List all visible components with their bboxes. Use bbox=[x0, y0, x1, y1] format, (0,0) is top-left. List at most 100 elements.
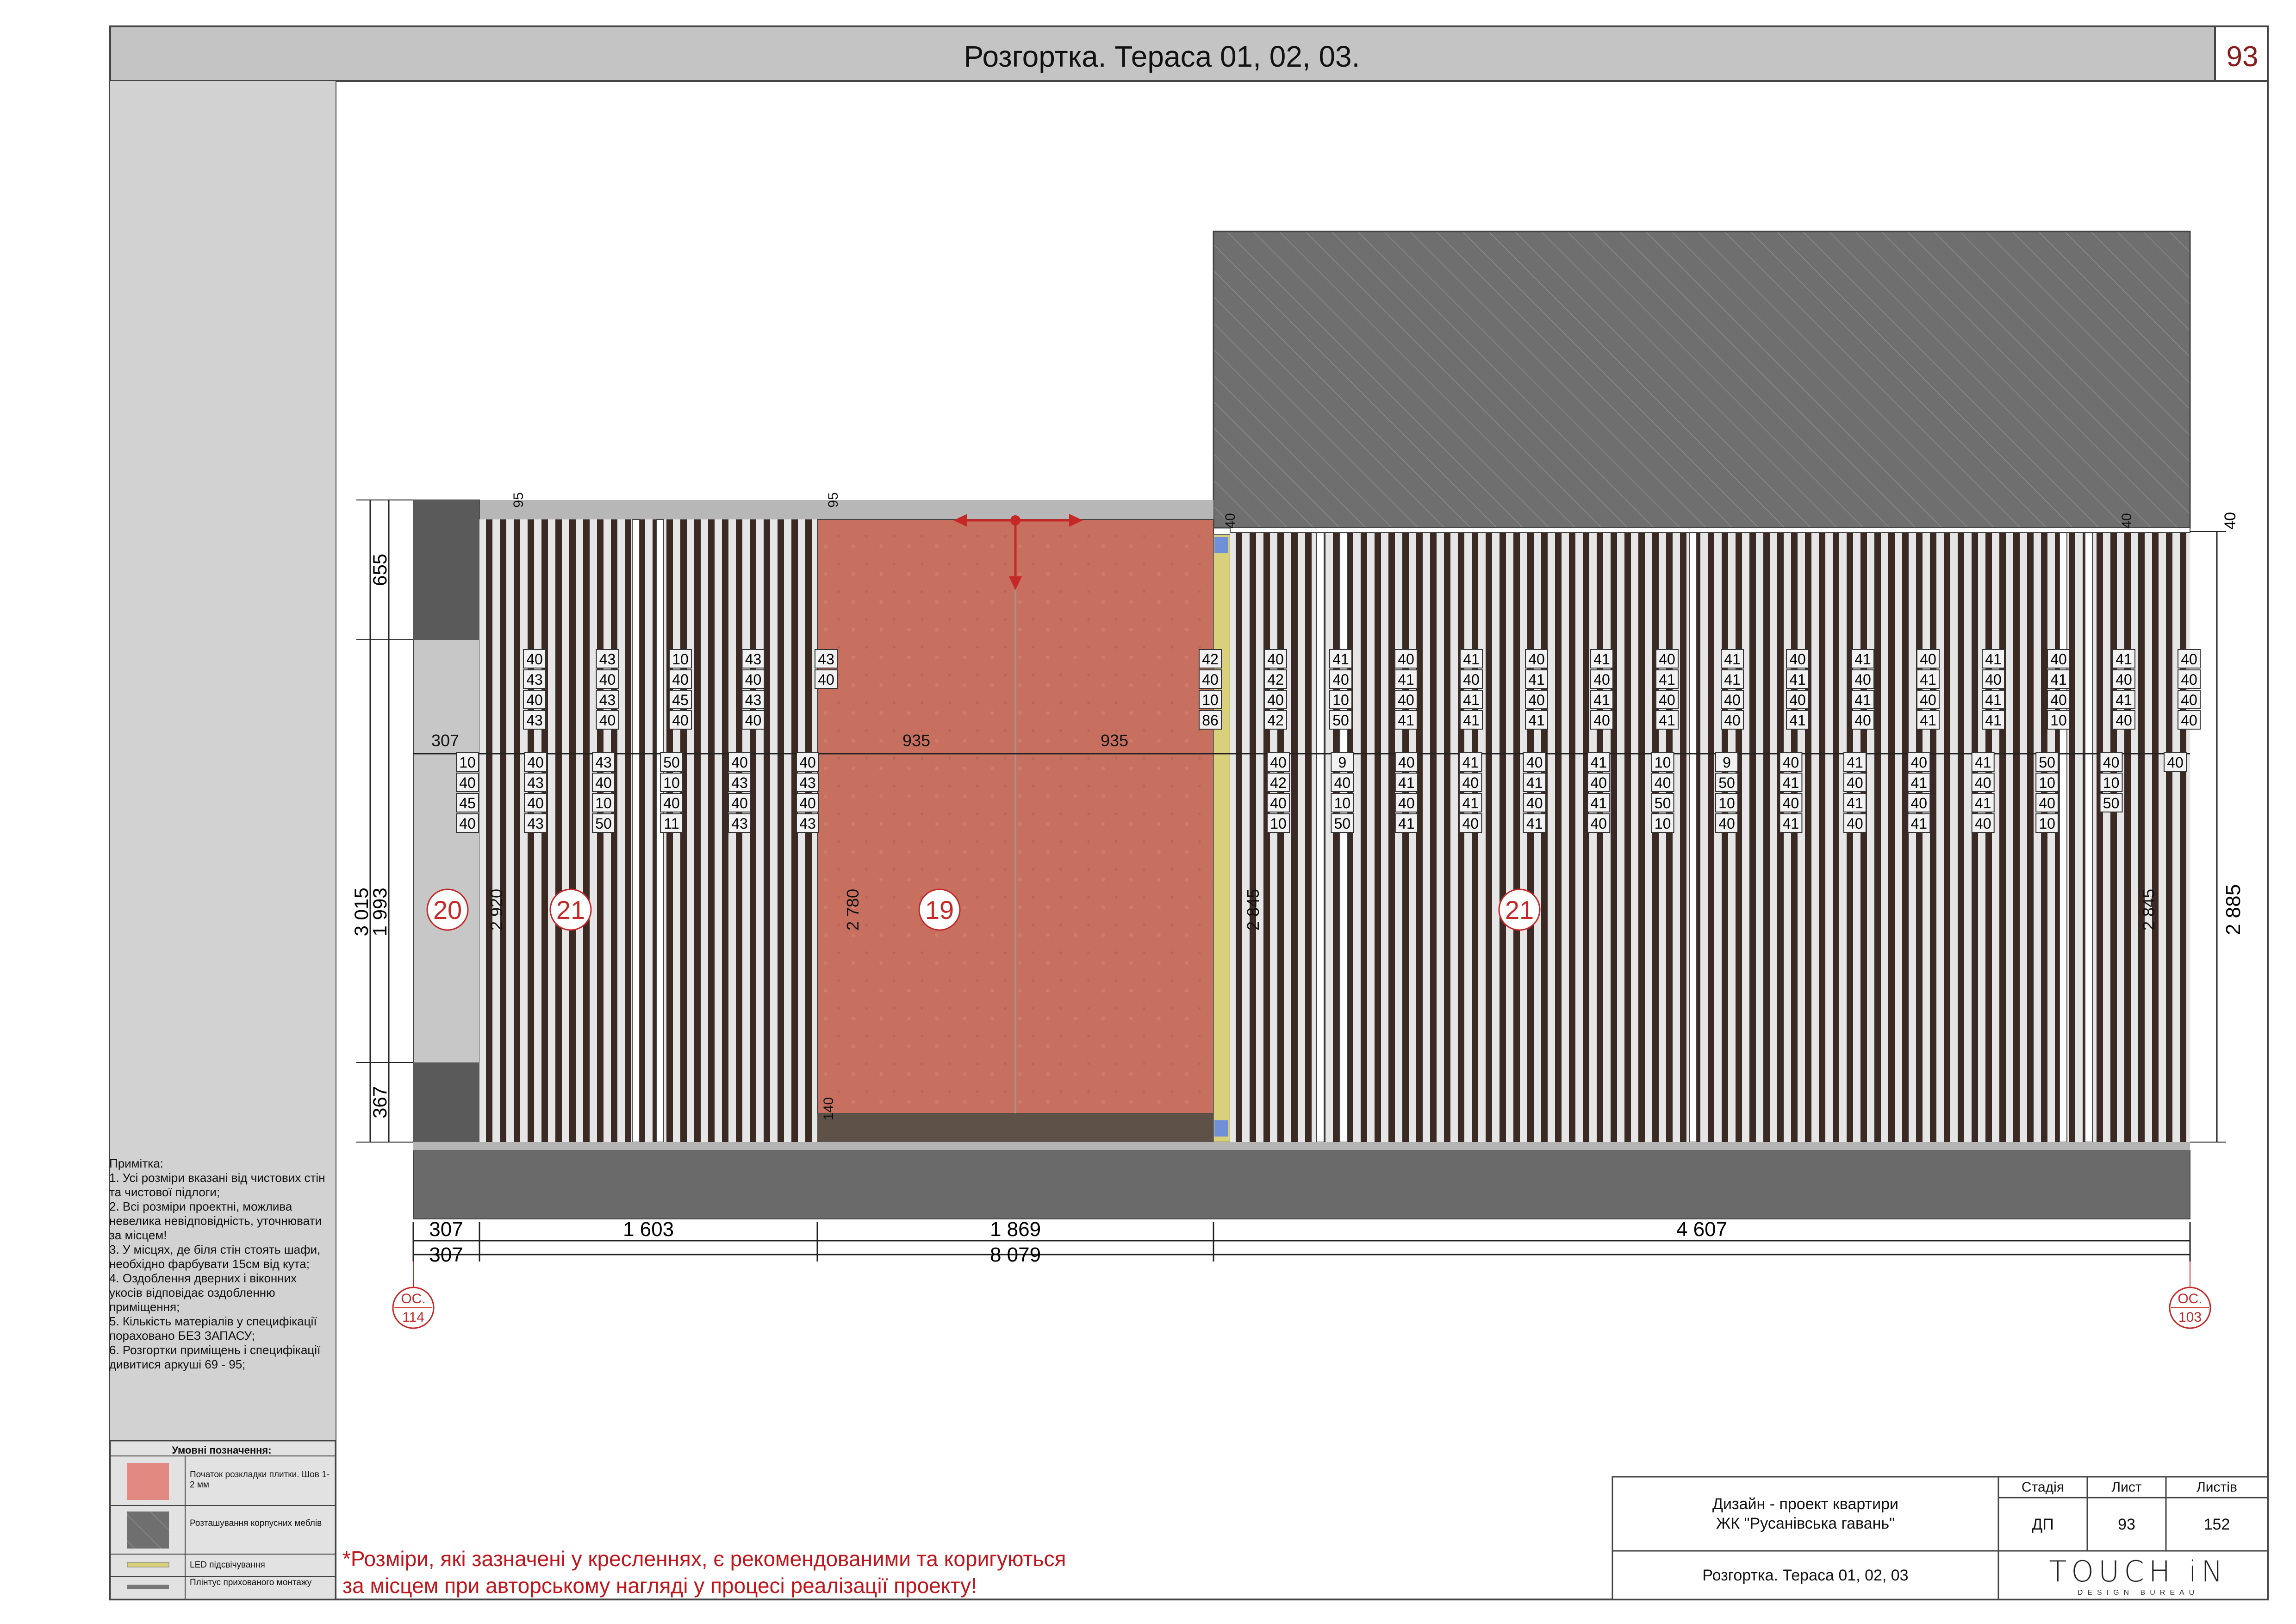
tile-count-box-rb-3-1 bbox=[1459, 773, 1482, 792]
tile-count-box-rb-0-2 bbox=[1267, 793, 1290, 812]
tile-count-box-lt-2-1 bbox=[669, 669, 692, 689]
tile-count-box-rt-9-0 bbox=[1786, 649, 1809, 668]
company-logo: TOUCH iN bbox=[2049, 1555, 2228, 1588]
tile-count-rb-3-0: 41 bbox=[1462, 754, 1479, 771]
tile-count-box-rt-13-0 bbox=[2047, 649, 2070, 668]
floor-strip bbox=[413, 1150, 2190, 1219]
legend-led-swatch bbox=[127, 1562, 169, 1568]
tile-count-rb-5-3: 40 bbox=[1590, 815, 1607, 832]
tile-count-rb-9-1: 40 bbox=[1847, 775, 1863, 791]
slat-panel-right bbox=[1230, 531, 2190, 1142]
tile-count-lt-0-1: 43 bbox=[526, 671, 543, 688]
tile-count-labels: 4043404343404340104045404340434043401040… bbox=[456, 649, 2201, 833]
tile-count-box-rt-6-1 bbox=[1590, 669, 1613, 689]
sheet-label: Лист bbox=[2111, 1479, 2142, 1495]
tile-count-rt-5-3: 41 bbox=[1528, 712, 1545, 729]
tile-count-box-rt-7-3 bbox=[1655, 710, 1679, 730]
tile-count-lb-5-1: 43 bbox=[799, 775, 816, 791]
tile-count-lb-3-1: 10 bbox=[663, 775, 680, 791]
tile-count-box-rb-2-2 bbox=[1394, 793, 1418, 812]
tag-20-text: 20 bbox=[433, 895, 462, 924]
tile-count-box-rt-6-3 bbox=[1590, 710, 1613, 730]
tile-count-box-rt-4-3 bbox=[1460, 710, 1483, 730]
tile-count-box-rt-2-2 bbox=[1329, 690, 1352, 709]
tile-count-rt-8-3: 40 bbox=[1724, 712, 1741, 729]
tile-count-box-rt-5-2 bbox=[1525, 690, 1548, 709]
tag-21-right bbox=[1498, 888, 1541, 931]
tile-count-rt-4-1: 40 bbox=[1463, 671, 1480, 688]
tile-count-box-rt-14-2 bbox=[2112, 690, 2135, 709]
tile-count-rb-1-1: 40 bbox=[1334, 775, 1351, 791]
tile-count-rb-13-2: 50 bbox=[2103, 795, 2120, 812]
tile-count-rt-3-0: 40 bbox=[1398, 651, 1414, 668]
tile-count-rt-1-0: 40 bbox=[1267, 651, 1284, 668]
tile-count-box-lt-1-1 bbox=[596, 669, 619, 689]
tile-count-rt-15-2: 40 bbox=[2181, 692, 2197, 708]
tag-21-right-text: 21 bbox=[1505, 895, 1534, 924]
tile-count-lb-1-1: 43 bbox=[527, 775, 544, 791]
tile-count-box-rb-5-2 bbox=[1587, 793, 1611, 812]
dim-bottom-4607: 4 607 bbox=[1676, 1218, 1727, 1241]
dim-left-367: 367 bbox=[369, 1086, 391, 1118]
tile-count-rt-10-1: 40 bbox=[1854, 671, 1871, 688]
tile-count-box-rb-11-3 bbox=[1971, 813, 1995, 833]
tile-count-box-lb-1-2 bbox=[524, 793, 547, 812]
tile-count-box-lt-0-3 bbox=[523, 710, 546, 730]
tile-count-box-rt-4-0 bbox=[1460, 649, 1483, 668]
tile-count-rb-12-0: 50 bbox=[2039, 754, 2055, 771]
tile-count-rt-13-2: 40 bbox=[2050, 692, 2067, 708]
tile-count-lt-0-2: 40 bbox=[526, 692, 543, 708]
tile-count-rb-9-2: 41 bbox=[1847, 795, 1863, 812]
tile-count-rb-10-3: 41 bbox=[1910, 815, 1927, 832]
tile-count-rt-0-2: 10 bbox=[1202, 692, 1219, 708]
tile-count-box-rb-1-0 bbox=[1331, 752, 1354, 772]
tile-count-box-rt-5-0 bbox=[1525, 649, 1548, 668]
tile-count-rt-14-3: 40 bbox=[2116, 712, 2132, 729]
tile-count-rt-14-1: 40 bbox=[2116, 671, 2132, 688]
dim-inner-935-a: 935 bbox=[902, 731, 930, 750]
tile-count-rt-1-1: 42 bbox=[1267, 671, 1284, 688]
dim-inner-40-a: 40 bbox=[1223, 513, 1238, 528]
tile-count-lt-3-2: 43 bbox=[745, 692, 762, 708]
tile-count-rb-7-2: 10 bbox=[1718, 795, 1735, 812]
tile-count-rt-12-1: 40 bbox=[1985, 671, 2002, 688]
tile-count-box-lb-3-3 bbox=[660, 813, 683, 833]
dim-inner-2845-a: 2 845 bbox=[1244, 889, 1263, 931]
tile-count-box-lt-0-1 bbox=[523, 669, 546, 689]
tile-count-box-rt-4-2 bbox=[1460, 690, 1483, 709]
tile-count-rt-6-3: 40 bbox=[1593, 712, 1610, 729]
axis-right-line1: ОС. bbox=[2178, 1291, 2202, 1306]
tile-count-box-lt-3-2 bbox=[741, 690, 765, 709]
tile-count-box-rt-14-0 bbox=[2112, 649, 2135, 668]
tile-count-box-rt-1-0 bbox=[1264, 649, 1287, 668]
tile-count-rt-13-3: 10 bbox=[2050, 712, 2067, 729]
tile-count-rb-6-0: 10 bbox=[1655, 754, 1671, 771]
tile-count-rb-0-1: 42 bbox=[1270, 775, 1287, 791]
tile-count-box-rt-0-0 bbox=[1199, 649, 1222, 668]
tile-count-rt-8-1: 41 bbox=[1724, 671, 1741, 688]
tile-count-box-rb-5-1 bbox=[1587, 773, 1611, 792]
tile-count-rb-1-3: 50 bbox=[1334, 815, 1351, 832]
tile-count-box-rt-0-1 bbox=[1199, 669, 1222, 689]
tile-count-box-rb-1-3 bbox=[1331, 813, 1354, 833]
tile-count-box-lb-2-2 bbox=[592, 793, 615, 812]
tile-count-box-rt-6-2 bbox=[1590, 690, 1613, 709]
tile-count-rt-13-1: 41 bbox=[2050, 671, 2067, 688]
tile-count-rt-3-3: 41 bbox=[1398, 712, 1414, 729]
tile-count-box-rb-2-1 bbox=[1394, 773, 1418, 792]
dim-inner-40-b: 40 bbox=[2119, 513, 2134, 528]
tile-count-rb-0-3: 10 bbox=[1270, 815, 1287, 832]
tile-count-lb-5-3: 43 bbox=[799, 815, 816, 832]
tile-count-box-lb-1-0 bbox=[524, 752, 547, 772]
tile-count-box-rb-13-2 bbox=[2099, 793, 2123, 812]
tile-count-box-rb-9-0 bbox=[1843, 752, 1867, 772]
tile-count-box-rb-9-3 bbox=[1843, 813, 1867, 833]
tile-count-box-lb-4-3 bbox=[728, 813, 751, 833]
tile-count-box-rt-15-1 bbox=[2178, 669, 2201, 689]
tile-count-box-rb-8-0 bbox=[1779, 752, 1803, 772]
stage-label: Стадія bbox=[2021, 1479, 2065, 1495]
disclaimer: *Розміри, які зазначені у кресленнях, є … bbox=[342, 1545, 1066, 1599]
dim-inner-935-b: 935 bbox=[1101, 731, 1128, 750]
disclaimer-line1: *Розміри, які зазначені у кресленнях, є … bbox=[342, 1547, 1066, 1571]
tile-count-box-rb-4-1 bbox=[1523, 773, 1546, 792]
